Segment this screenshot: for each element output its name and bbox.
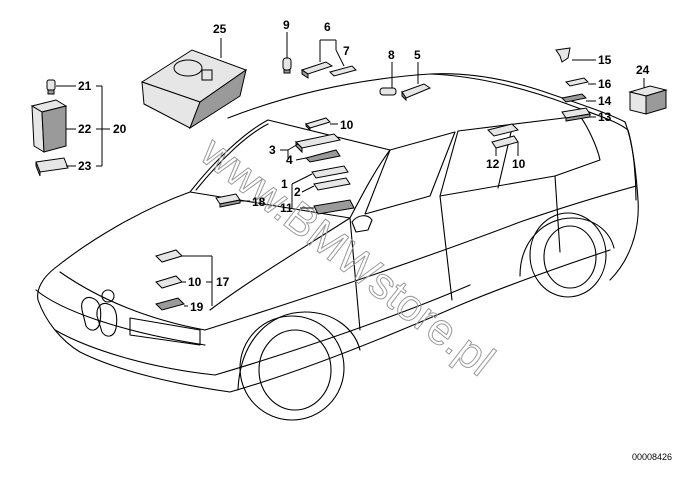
label-25: 25 — [213, 22, 227, 36]
label-8: 8 — [388, 48, 395, 62]
part-5-lamp — [401, 83, 432, 102]
part-10-bulb-rear — [491, 135, 519, 149]
label-17: 17 — [216, 275, 230, 289]
label-11: 11 — [280, 201, 293, 215]
label-3: 3 — [269, 143, 276, 157]
part-19-lamp — [155, 297, 185, 311]
part-7-lens — [329, 65, 357, 77]
part-10-bulb-front — [155, 275, 183, 289]
part-4-lens — [305, 149, 341, 163]
part-11-lamp — [313, 199, 355, 215]
label-10-top: 10 — [340, 118, 354, 132]
part-2-lens — [313, 177, 351, 191]
part-1-lamp — [311, 165, 349, 179]
part-13-lamp — [561, 107, 591, 122]
label-13: 13 — [598, 110, 612, 124]
label-20: 20 — [113, 122, 127, 136]
part-18-lamp — [215, 193, 241, 208]
part-10-bulb-top — [305, 117, 331, 132]
part-12-lamp — [487, 123, 519, 137]
label-14: 14 — [598, 94, 612, 108]
label-15: 15 — [598, 53, 612, 67]
label-10-front: 10 — [188, 275, 202, 289]
label-23: 23 — [78, 159, 92, 173]
label-9: 9 — [283, 18, 290, 32]
part-14-lens — [560, 93, 588, 103]
label-16: 16 — [598, 77, 612, 91]
label-12: 12 — [486, 157, 500, 171]
diagram-code: 00008426 — [632, 452, 672, 462]
label-1: 1 — [281, 177, 288, 191]
part-16-bulb — [565, 77, 589, 87]
part-8-bulb — [379, 87, 397, 96]
label-18: 18 — [252, 195, 266, 209]
part-17-lamp — [155, 249, 183, 263]
label-4: 4 — [286, 153, 293, 167]
leader-lines — [56, 32, 645, 307]
label-10-rear: 10 — [512, 157, 526, 171]
part-22-relay — [30, 99, 68, 153]
part-labels: 25 9 6 7 8 5 10 3 4 1 2 11 18 12 10 15 1… — [78, 18, 650, 314]
label-22: 22 — [78, 122, 92, 136]
label-19: 19 — [190, 300, 204, 314]
part-6-lamp — [300, 61, 334, 79]
part-24-box — [628, 85, 668, 115]
part-21-bulb — [46, 79, 56, 95]
part-23-pad — [35, 157, 69, 177]
watermark: www.BMWstore.pl — [191, 127, 503, 386]
label-21: 21 — [78, 79, 92, 93]
label-2: 2 — [294, 185, 301, 199]
label-5: 5 — [414, 48, 421, 62]
part-3-lamp — [294, 133, 342, 154]
part-25-module — [140, 49, 248, 130]
label-6: 6 — [324, 20, 331, 34]
label-24: 24 — [636, 63, 650, 77]
car-outline — [35, 73, 639, 421]
part-15-clip — [555, 47, 571, 63]
part-9-bulb — [282, 57, 292, 74]
label-7: 7 — [343, 44, 350, 58]
